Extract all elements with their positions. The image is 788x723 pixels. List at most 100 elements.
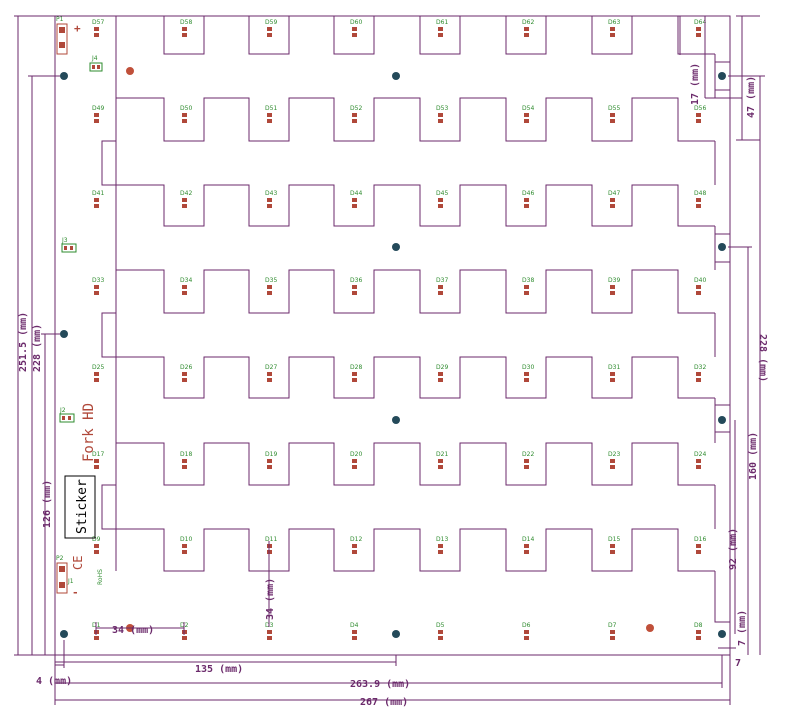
led-pad xyxy=(267,285,272,289)
led-pad xyxy=(524,27,529,31)
led-label: D30 xyxy=(522,364,534,371)
dim-17: 17 (mm) xyxy=(690,63,701,105)
led-pad xyxy=(610,630,615,634)
led-pad xyxy=(438,544,443,548)
led-label: D4 xyxy=(350,622,359,629)
led-label: D53 xyxy=(436,105,448,112)
led-pad xyxy=(524,636,529,640)
led-pad xyxy=(182,285,187,289)
led-pad xyxy=(94,378,99,382)
mounting-hole xyxy=(60,72,68,80)
led-pad xyxy=(610,636,615,640)
slot-edge xyxy=(115,528,715,572)
led-d63: D63 xyxy=(608,19,620,37)
led-d42: D42 xyxy=(180,190,192,208)
led-pad xyxy=(352,285,357,289)
led-label: D26 xyxy=(180,364,192,371)
led-d34: D34 xyxy=(180,277,192,295)
led-d53: D53 xyxy=(436,105,448,123)
led-d23: D23 xyxy=(608,451,620,469)
led-pad xyxy=(524,630,529,634)
led-label: D59 xyxy=(265,19,277,26)
slot-cutout xyxy=(715,404,731,433)
connector-p2: P2 J1 - xyxy=(56,555,79,599)
led-slots xyxy=(101,15,731,623)
led-label: D40 xyxy=(694,277,706,284)
led-pad xyxy=(610,372,615,376)
led-d55: D55 xyxy=(608,105,620,123)
led-pad xyxy=(610,198,615,202)
dim-34-vertical: 34 (mm) xyxy=(265,578,276,620)
led-label: D51 xyxy=(265,105,277,112)
led-d19: D19 xyxy=(265,451,277,469)
led-pad xyxy=(352,204,357,208)
led-label: D11 xyxy=(265,536,277,543)
led-d32: D32 xyxy=(694,364,706,382)
led-pad xyxy=(352,550,357,554)
connector-j4: J4 xyxy=(89,55,103,72)
led-pad xyxy=(267,291,272,295)
led-pad xyxy=(182,27,187,31)
led-d54: D54 xyxy=(522,105,534,123)
led-d11: D11 xyxy=(265,536,277,554)
led-pad xyxy=(696,285,701,289)
led-pad xyxy=(524,198,529,202)
led-label: D60 xyxy=(350,19,362,26)
led-label: D19 xyxy=(265,451,277,458)
led-label: D25 xyxy=(92,364,104,371)
slot-cutout xyxy=(714,571,730,623)
led-d33: D33 xyxy=(92,277,104,295)
led-d13: D13 xyxy=(436,536,448,554)
led-pad xyxy=(182,119,187,123)
led-pad xyxy=(182,291,187,295)
led-pad xyxy=(610,119,615,123)
led-pad xyxy=(267,119,272,123)
dim-126: 126 (mm) xyxy=(42,480,53,528)
j1-label: J1 xyxy=(67,578,74,585)
led-d7: D7 xyxy=(608,622,617,640)
led-d28: D28 xyxy=(350,364,362,382)
slot-cutout xyxy=(101,140,116,186)
led-pad xyxy=(610,465,615,469)
led-pad xyxy=(610,33,615,37)
slot-cutout xyxy=(101,484,116,530)
led-d31: D31 xyxy=(608,364,620,382)
led-pad xyxy=(438,198,443,202)
led-label: D18 xyxy=(180,451,192,458)
dim-160: 160 (mm) xyxy=(748,432,759,480)
led-pad xyxy=(438,119,443,123)
led-label: D6 xyxy=(522,622,531,629)
led-pad xyxy=(610,204,615,208)
led-label: D13 xyxy=(436,536,448,543)
led-label: D15 xyxy=(608,536,620,543)
minus-label: - xyxy=(72,586,79,599)
led-d10: D10 xyxy=(180,536,192,554)
dim-7-bottom: 7 xyxy=(735,658,741,669)
led-label: D14 xyxy=(522,536,534,543)
led-pad xyxy=(94,198,99,202)
led-label: D55 xyxy=(608,105,620,112)
led-label: D58 xyxy=(180,19,192,26)
mounting-holes xyxy=(60,67,726,638)
led-label: D50 xyxy=(180,105,192,112)
led-pad xyxy=(524,285,529,289)
led-pad xyxy=(182,198,187,202)
led-pad xyxy=(267,630,272,634)
led-pad xyxy=(352,378,357,382)
slot-edge xyxy=(115,184,715,227)
led-d6: D6 xyxy=(522,622,531,640)
led-d45: D45 xyxy=(436,190,448,208)
led-d60: D60 xyxy=(350,19,362,37)
led-pad xyxy=(524,378,529,382)
led-pad xyxy=(438,113,443,117)
led-pad xyxy=(182,544,187,548)
led-pad xyxy=(352,33,357,37)
led-label: D48 xyxy=(694,190,706,197)
led-pad xyxy=(267,198,272,202)
led-d56: D56 xyxy=(694,105,706,123)
dim-228-left: 228 (mm) xyxy=(32,324,43,372)
mounting-hole xyxy=(718,243,726,251)
led-pad xyxy=(352,113,357,117)
led-pad xyxy=(610,550,615,554)
